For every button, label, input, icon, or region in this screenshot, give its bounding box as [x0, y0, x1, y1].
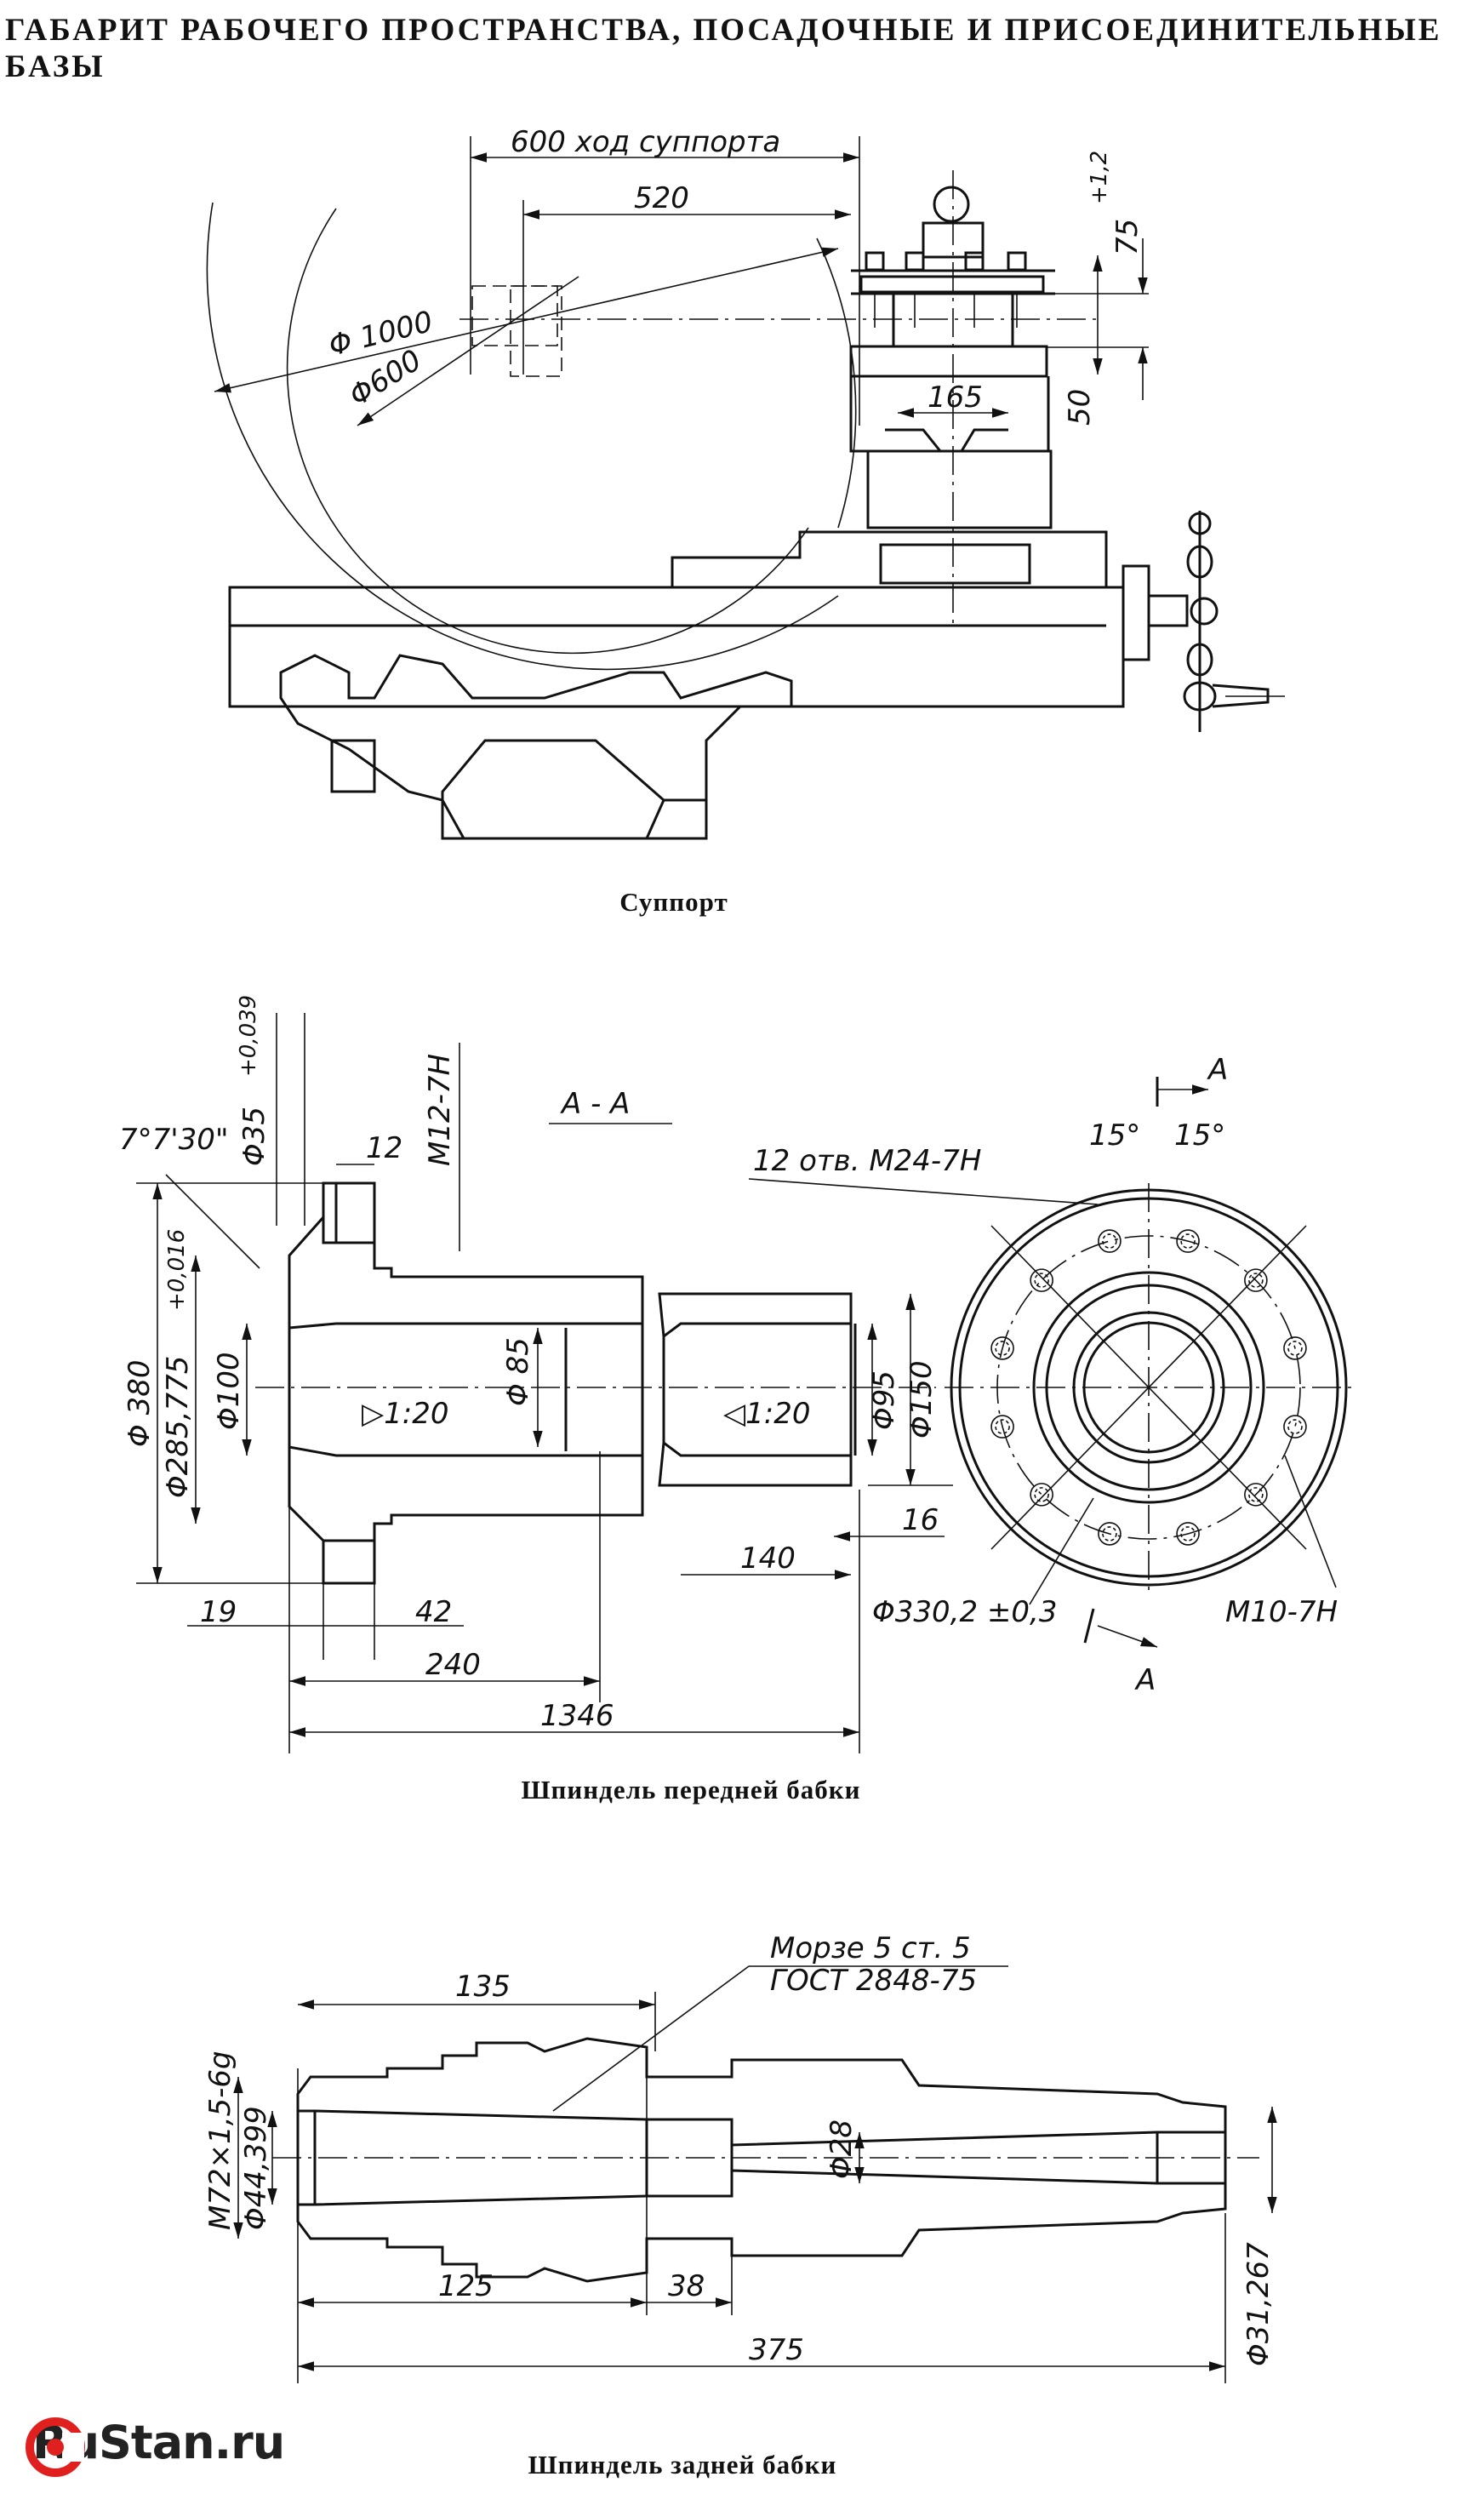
dim-16: 16: [902, 1503, 939, 1537]
dim-140: 140: [740, 1541, 796, 1576]
bolt-hole: [1176, 1229, 1200, 1253]
bolt-hole-thread: [995, 1419, 1010, 1434]
dim-75: 75: [1110, 219, 1144, 255]
dim-d31: Φ31,267: [1241, 2242, 1276, 2366]
support-drawing: 600 ход суппорта 520 Φ 1000 Φ600: [206, 125, 1285, 840]
bolt-hole: [1244, 1483, 1268, 1507]
section-label: А - А: [560, 1087, 630, 1121]
bolt-hole-thread: [1102, 1526, 1117, 1541]
dim-375: 375: [749, 2333, 804, 2367]
dim-125: 125: [438, 2269, 494, 2303]
label-m10: M10-7H: [1225, 1595, 1338, 1629]
dim-d28: Φ28: [825, 2119, 859, 2179]
dim-d35-tol: +0,039: [236, 995, 261, 1077]
dim-d35: Φ35: [237, 1107, 271, 1166]
caption-headstock-spindle: Шпиндель передней бабки: [521, 1775, 861, 1805]
bolt-hole: [1244, 1268, 1268, 1292]
dim-42: 42: [415, 1595, 452, 1629]
bolt-hole-thread: [1034, 1487, 1049, 1502]
bolt-hole-thread: [1248, 1273, 1264, 1288]
angle-15a: 15°: [1089, 1118, 1140, 1153]
bolt-hole: [1176, 1522, 1200, 1546]
carriage: [228, 511, 1285, 732]
tail-lower-wall: [296, 2169, 1227, 2283]
morse-line2: ГОСТ 2848-75: [770, 1964, 977, 1998]
dim-d285: Φ285,775: [161, 1356, 195, 1498]
tail-upper-wall: [296, 2037, 1227, 2147]
dim-angle: 7°7'30": [119, 1123, 229, 1157]
flange-view: [945, 1183, 1353, 1592]
caption-tailstock-spindle: Шпиндель задней бабки: [528, 2450, 837, 2480]
headstock-drawing: А - А ▷1:20 ◁1:20 Φ 85 Φ95 Φ150 Φ 380 Φ2…: [119, 995, 1353, 1753]
bolt-hole-thread: [1287, 1341, 1303, 1356]
caption-support: Суппорт: [619, 887, 728, 917]
bed-section: [279, 654, 793, 840]
dim-75-tol: +1,2: [1087, 151, 1112, 204]
dim-d85: Φ 85: [501, 1337, 535, 1406]
dim-d95: Φ95: [867, 1370, 901, 1430]
dim-d380: Φ 380: [123, 1360, 157, 1447]
spindle-upper-wall: [288, 1181, 644, 1330]
angle-15b: 15°: [1174, 1118, 1225, 1153]
bolt-hole: [1030, 1268, 1053, 1292]
bolt-hole-thread: [1180, 1526, 1196, 1541]
bolt-hole: [1030, 1483, 1053, 1507]
bolt-hole: [990, 1415, 1014, 1439]
dim-m72: M72×1,5-6g: [203, 2051, 237, 2230]
bolt-hole-thread: [1180, 1233, 1196, 1249]
section-mark-a-bottom: А: [1134, 1663, 1156, 1697]
dim-d44: Φ44,399: [239, 2106, 273, 2230]
dim-d330: Φ330,2 ±0,3: [872, 1595, 1057, 1629]
tailstock-drawing: Морзе 5 ст. 5 ГОСТ 2848-75 135 125 38 37…: [203, 1931, 1277, 2383]
bolt-hole-thread: [1287, 1419, 1303, 1434]
taper-left: ▷1:20: [362, 1397, 449, 1431]
taper-right: ◁1:20: [723, 1397, 811, 1431]
dim-240: 240: [425, 1648, 481, 1682]
label-holes: 12 отв. M24-7H: [753, 1144, 981, 1178]
dim-1346: 1346: [540, 1699, 614, 1733]
dim-50: 50: [1063, 389, 1097, 426]
dim-135: 135: [455, 1970, 511, 2004]
section-mark-a-top: А: [1207, 1053, 1228, 1087]
dim-520: 520: [634, 181, 689, 215]
dim-165: 165: [928, 380, 983, 415]
rustan-logo[interactable]: RuStan.ru: [24, 2416, 285, 2477]
bolt-hole-thread: [995, 1341, 1010, 1356]
dim-d100: Φ100: [212, 1352, 246, 1430]
dim-38: 38: [668, 2269, 705, 2303]
bolt-holes: [990, 1229, 1307, 1546]
bolt-hole: [1283, 1415, 1307, 1439]
bolt-hole: [1098, 1522, 1122, 1546]
dim-stroke-600: 600 ход суппорта: [511, 125, 780, 159]
morse-line1: Морзе 5 ст. 5: [770, 1931, 971, 1965]
page-title: ГАБАРИТ РАБОЧЕГО ПРОСТРАНСТВА, ПОСАДОЧНЫ…: [5, 13, 1442, 84]
bolt-hole-thread: [1034, 1273, 1049, 1288]
dim-19: 19: [200, 1595, 237, 1629]
dim-d285-tol: +0,016: [164, 1229, 190, 1311]
dim-12: 12: [366, 1131, 402, 1165]
spindle-lower-wall: [288, 1445, 644, 1585]
dim-d1000: Φ 1000: [326, 305, 437, 363]
bolt-hole: [990, 1336, 1014, 1360]
dim-d150: Φ150: [905, 1360, 939, 1439]
bolt-hole: [1098, 1229, 1122, 1253]
bolt-hole-thread: [1248, 1487, 1264, 1502]
dim-m12: M12-7H: [423, 1054, 457, 1166]
bolt-hole: [1283, 1336, 1307, 1360]
bolt-hole-thread: [1102, 1233, 1117, 1249]
tool-post: [849, 170, 1055, 630]
rustan-logo-icon: [26, 2417, 85, 2477]
